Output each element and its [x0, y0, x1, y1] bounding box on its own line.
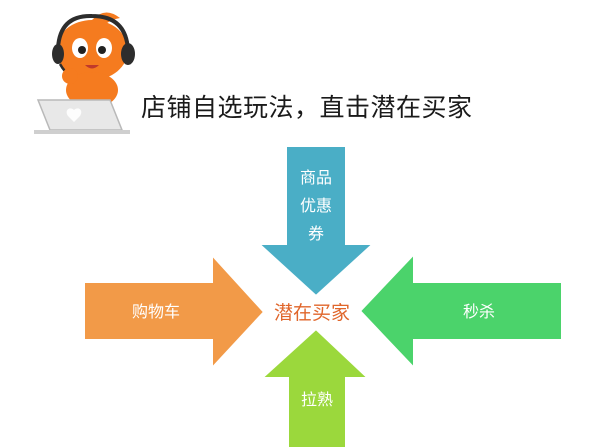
arrow-right: 秒杀 — [358, 251, 563, 371]
arrow-top-label-line-2: 优惠 — [300, 196, 332, 215]
arrow-right-label: 秒杀 — [463, 302, 495, 321]
arrow-left-label: 购物车 — [132, 302, 180, 321]
arrow-left: 购物车 — [83, 252, 266, 371]
arrow-top-label-line-3: 券 — [308, 224, 324, 243]
center-label: 潜在买家 — [274, 302, 350, 324]
arrow-top-label-line-1: 商品 — [300, 168, 332, 187]
page-title: 店铺自选玩法，直击潜在买家 — [141, 93, 473, 122]
mascot-laptop-icon — [34, 12, 135, 134]
arrow-bottom-label: 拉熟 — [301, 390, 333, 409]
arrow-top: 商品 优惠 券 — [256, 145, 376, 298]
arrow-bottom: 拉熟 — [259, 327, 371, 448]
